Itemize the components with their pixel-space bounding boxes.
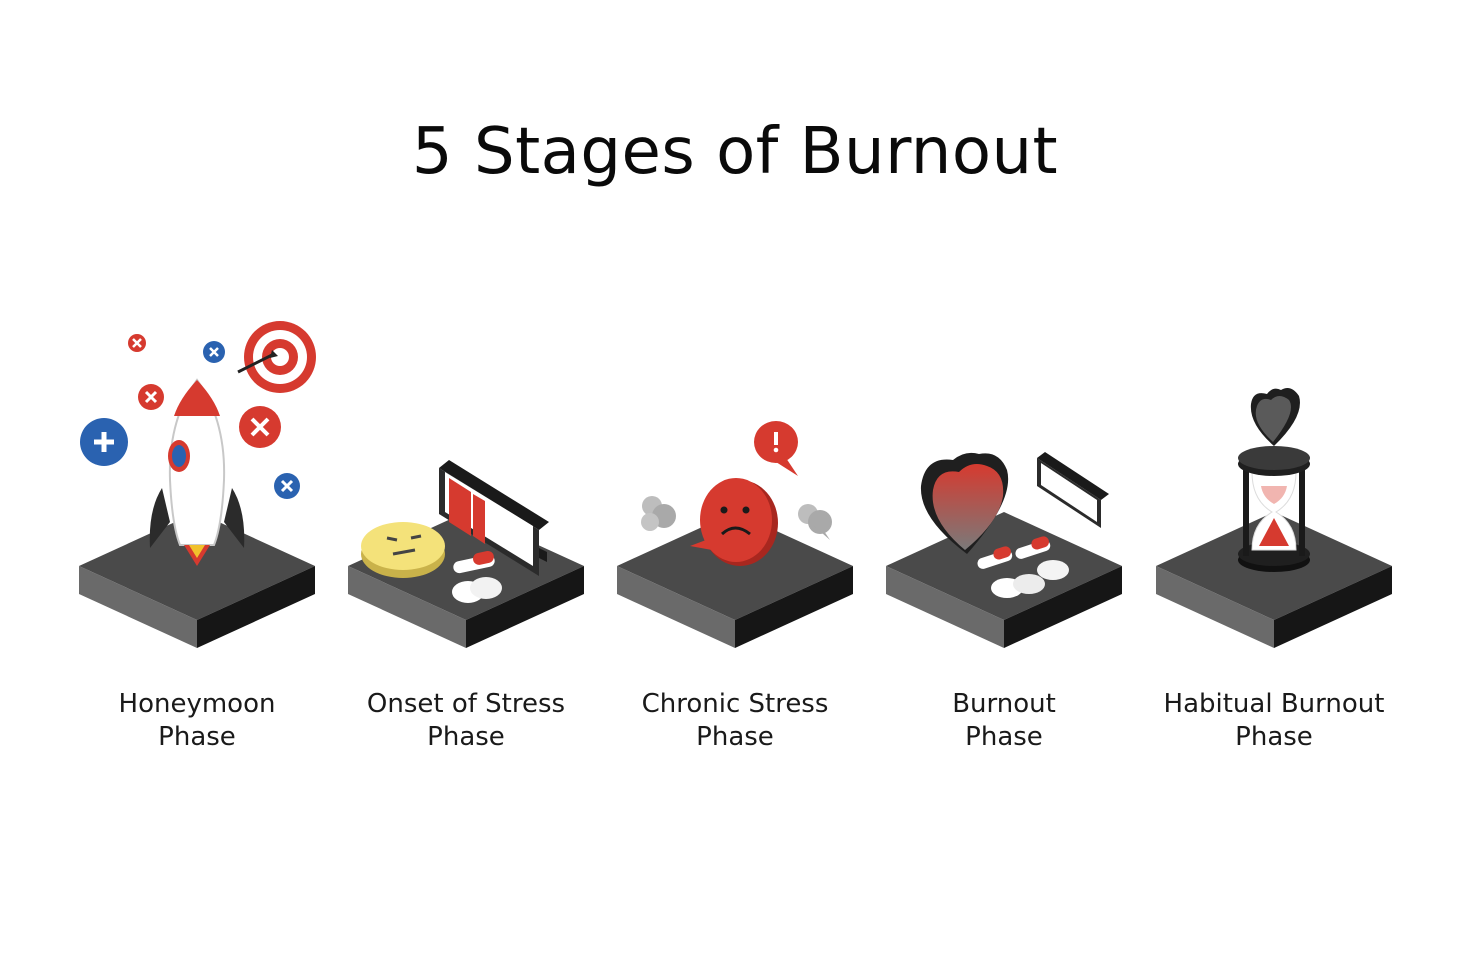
x-badge-icon (274, 473, 300, 499)
honeymoon-illustration (79, 321, 316, 648)
stage-label: Onset of Stress Phase (331, 688, 601, 754)
stage-label-line1: Burnout (952, 689, 1056, 719)
hourglass-icon (1238, 446, 1310, 572)
stage-label: Habitual Burnout Phase (1139, 688, 1409, 754)
stage-label-line2: Phase (696, 722, 774, 752)
stage-label: Chronic Stress Phase (600, 688, 870, 754)
low-battery-icon (439, 460, 549, 576)
stage-habitual-burnout: Habitual Burnout Phase (1139, 300, 1409, 770)
pills-icon (452, 550, 502, 603)
stage-label-line2: Phase (427, 722, 505, 752)
x-badge-icon (138, 384, 164, 410)
checklist-badges (80, 334, 300, 499)
stage-label-line2: Phase (1235, 722, 1313, 752)
stage-label-line1: Habitual Burnout (1163, 689, 1385, 719)
pills-icon (977, 536, 1069, 598)
neutral-face-icon (361, 522, 445, 578)
fading-heart-icon (920, 452, 1009, 554)
stage-label-line2: Phase (965, 722, 1043, 752)
sad-face-icon (690, 478, 778, 566)
plus-badge-icon (80, 418, 128, 466)
stage-label: Burnout Phase (869, 688, 1139, 754)
stage-label-line1: Honeymoon (118, 689, 276, 719)
habitual-burnout-illustration (1156, 388, 1392, 648)
rocket-icon (149, 378, 245, 566)
stage-label-line1: Chronic Stress (641, 689, 829, 719)
page-title: 5 Stages of Burnout (411, 115, 1059, 189)
stage-honeymoon: Honeymoon Phase (62, 300, 332, 770)
x-badge-icon (239, 406, 281, 448)
chronic-stress-illustration (617, 421, 853, 648)
stage-label-line2: Phase (158, 722, 236, 752)
x-badge-icon (128, 334, 146, 352)
steam-puff-icon (641, 496, 676, 531)
burnout-illustration (886, 452, 1122, 648)
onset-of-stress-illustration (348, 460, 584, 648)
steam-puff-icon (798, 504, 832, 540)
stage-chronic-stress: Chronic Stress Phase (600, 300, 870, 770)
platform (886, 512, 1122, 648)
platform (617, 512, 853, 648)
alert-bubble-icon (754, 421, 798, 476)
stage-label-line1: Onset of Stress (366, 689, 566, 719)
empty-battery-icon (1037, 452, 1109, 528)
x-badge-icon (203, 341, 225, 363)
stage-label: Honeymoon Phase (62, 688, 332, 754)
stage-burnout: Burnout Phase (869, 300, 1139, 770)
gray-heart-icon (1250, 388, 1300, 446)
target-icon (237, 321, 316, 393)
stage-onset-of-stress: Onset of Stress Phase (331, 300, 601, 770)
